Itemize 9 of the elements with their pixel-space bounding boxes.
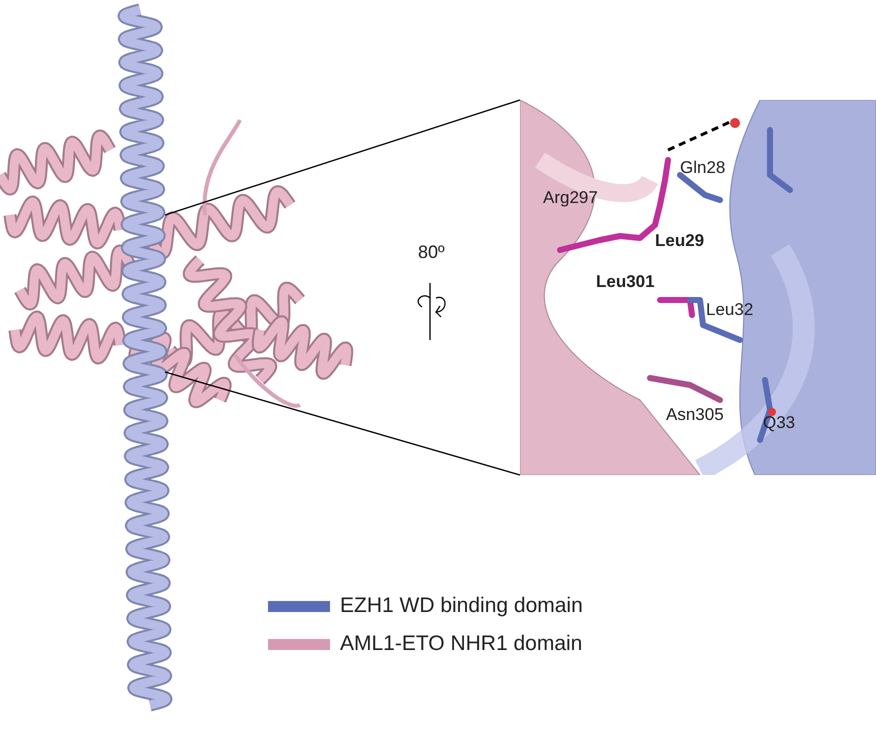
legend-label: AML1-ETO NHR1 domain <box>340 632 582 656</box>
residue-label: Leu301 <box>596 272 655 292</box>
residue-label: Gln28 <box>680 158 726 178</box>
residue-label: Q33 <box>763 413 796 433</box>
legend-label: EZH1 WD binding domain <box>340 594 583 618</box>
residue-label: Leu29 <box>655 231 704 251</box>
angle-label: 80º <box>418 242 445 263</box>
residue-label: Arg297 <box>543 188 598 208</box>
residue-label: Asn305 <box>666 405 724 425</box>
